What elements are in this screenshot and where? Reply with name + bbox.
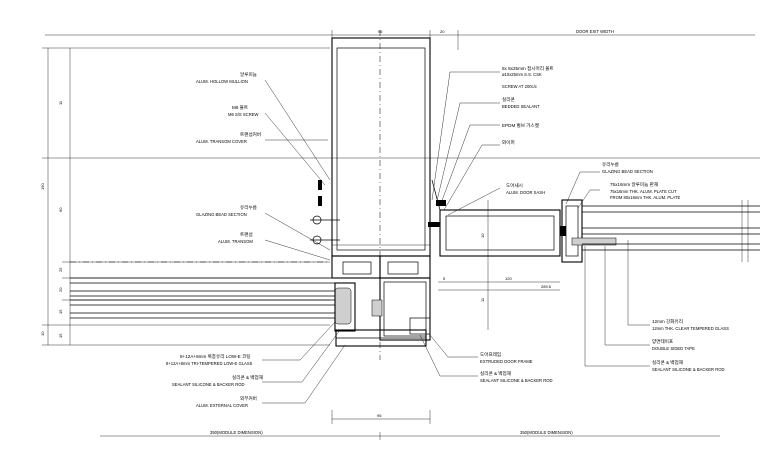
- callout-screw-ko: M6 볼트: [232, 104, 248, 111]
- callout-low-e-glass-en: 8+12A+8mm TRI-TEMPERED LOW-E GLASS: [166, 361, 253, 366]
- door-exit-width-label: DOOR EXIT WIDTH: [576, 29, 614, 34]
- callout-tape-en: DOUBLE SIDED TAPE: [652, 346, 695, 351]
- callout-bl-sealant-en: SEALANT SILICONE & BACKER ROD: [172, 382, 245, 387]
- callout-plate-ko: 75x16mm 알루미늄 판재: [610, 181, 658, 188]
- callout-door-sash-en: ALUM. DOOR SASH: [506, 190, 545, 195]
- callout-bl-sealant-ko: 실리콘 & 백업재: [232, 374, 263, 381]
- callout-glass-sealant-en: SEALANT SILICONE & BACKER ROD: [652, 367, 725, 372]
- dim-door-horizontal: 120: [505, 276, 512, 281]
- callout-low-e-glass-ko: 8+12A+8mm 복층유리 LOW-E 코팅: [180, 353, 250, 360]
- callout-transom-en: ALUM. TRANSOM: [218, 239, 253, 244]
- callout-ext-cover-ko: 외부커버: [240, 395, 257, 402]
- dim-module-left: 350(MODULE DIMENSION): [210, 430, 263, 435]
- bottom-dimensions: 95 350(MODULE DIMENSION) 350(MODULE DIME…: [100, 410, 720, 440]
- left-glass-unit: [70, 261, 356, 332]
- callout-ext-cover-en: ALUM. EXTERNAL COVER: [196, 403, 248, 408]
- dim-bottom-small: 95: [377, 413, 382, 418]
- door-sash: [409, 179, 561, 335]
- callout-sealant-en: BEDDED SEALANT: [502, 104, 540, 109]
- callout-gasket-ko: EPDM 벌브 가스켓: [502, 122, 539, 129]
- callout-csk-screw-en: ø10x25mm S.S. CSK: [502, 72, 542, 77]
- far-right-callouts: 유리누름 GLAZING BEAD SECTION 75x16mm 알루미늄 판…: [565, 161, 681, 209]
- dim-side-width: 20: [440, 29, 445, 34]
- callout-plate-en2: FROM 80x16mm THK. ALUM. PLATE: [610, 195, 681, 200]
- screw-symbols: [310, 180, 340, 245]
- hollow-mullion: [310, 30, 431, 360]
- bottom-left-callouts: 8+12A+8mm 복층유리 LOW-E 코팅 8+12A+8mm TRI-TE…: [166, 321, 346, 408]
- callout-plate-en: 75x16mm THK. ALUM. PLATE CUT: [610, 189, 677, 194]
- callout-sealant-ko: 실리콘: [502, 96, 515, 103]
- dim-door-vertical: 11: [480, 297, 485, 302]
- top-dimension-line: 95 20 DOOR EXIT WIDTH: [45, 29, 755, 50]
- callout-csk-screw-ko: 5x 8x25mm 접시머리 볼트: [502, 65, 554, 72]
- dim-door-center: 10: [480, 233, 485, 238]
- callout-transom-cover-en: ALUM. TRANSOM COVER: [196, 139, 247, 144]
- callout-far-bead-en: GLAZING BEAD SECTION: [602, 169, 653, 174]
- callout-door-frame-ko: 도어프레임: [480, 351, 501, 358]
- callout-far-bead-ko: 유리누름: [602, 161, 619, 168]
- dim-mullion-width: 95: [378, 29, 383, 34]
- dim-v-base-a: 10: [40, 331, 45, 336]
- dim-door-value: 289.5: [541, 284, 552, 289]
- callout-tempered-glass-ko: 12mm 강화유리: [652, 318, 683, 325]
- callout-transom-cover-ko: 트랜섬커버: [240, 131, 261, 138]
- dim-v-mid: 90: [58, 207, 63, 212]
- bottom-center-callouts: 도어프레임 EXTRUDED DOOR FRAME 실리콘 & 백업재 SEAL…: [419, 334, 553, 383]
- transom: [331, 255, 431, 347]
- callout-wiper-ko: 와이퍼: [502, 139, 515, 146]
- dim-v-lower-a: 25: [58, 267, 63, 272]
- dim-v-lower-b: 20: [58, 287, 63, 292]
- left-callouts: 알루미늄 ALUM. HOLLOW MULLION M6 볼트 M6 S/S S…: [196, 71, 331, 261]
- callout-bc-sealant-en: SEALANT SILICONE & BACKER ROD: [480, 378, 553, 383]
- dim-module-right: 350(MODULE DIMENSION): [520, 430, 573, 435]
- callout-tape-ko: 양면테이프: [652, 338, 673, 345]
- dim-v-lower-c: 15: [58, 309, 63, 314]
- dim-v-base-b: 15: [58, 333, 63, 338]
- callout-transom-ko: 트랜섬: [240, 231, 253, 237]
- callout-door-frame-en: EXTRUDED DOOR FRAME: [480, 359, 533, 364]
- callout-glazing-bead-en: GLAZING BEAD SECTION: [196, 212, 247, 217]
- callout-glazing-bead-ko: 유리누름: [240, 204, 257, 211]
- callout-door-sash-ko: 도어새시: [506, 182, 523, 189]
- dim-door-offset: 5: [443, 276, 446, 281]
- dim-v-top: 11: [58, 100, 63, 105]
- dim-v-total: 190: [40, 183, 45, 190]
- callout-csk-screw-en2: SCREW AT 200c/c: [502, 84, 537, 89]
- right-glass-unit: [560, 199, 760, 263]
- callout-mullion-en: ALUM. HOLLOW MULLION: [196, 79, 248, 84]
- callout-glass-sealant-ko: 실리콘 & 백업재: [652, 359, 683, 366]
- right-callouts: 5x 8x25mm 접시머리 볼트 ø10x25mm S.S. CSK SCRE…: [431, 65, 554, 216]
- callout-tempered-glass-en: 12mm THK. CLEAR TEMPERED GLASS: [652, 326, 729, 331]
- callout-screw-en: M6 S/S SCREW: [228, 112, 259, 117]
- callout-mullion-ko: 알루미늄: [240, 71, 257, 78]
- glass-callouts: 12mm 강화유리 12mm THK. CLEAR TEMPERED GLASS…: [584, 240, 729, 372]
- callout-bc-sealant-ko: 실리콘 & 백업재: [480, 370, 511, 377]
- door-dimensions: 10 11 120 5 289.5: [438, 200, 560, 330]
